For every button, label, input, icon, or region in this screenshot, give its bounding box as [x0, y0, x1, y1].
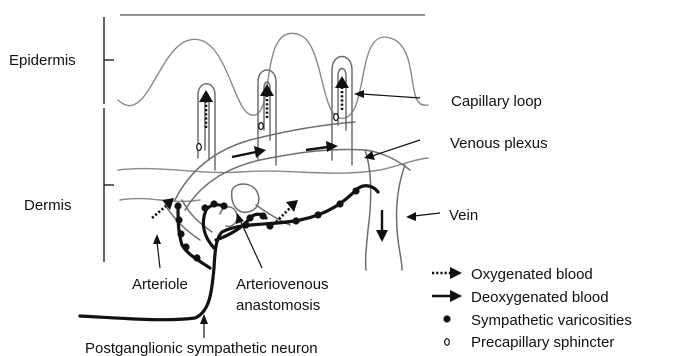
varicosity: [193, 254, 200, 261]
anastomosis-leader: [240, 220, 262, 268]
arteriole-leader-head: [153, 234, 161, 244]
varicosity: [246, 214, 253, 221]
legend-oxygenated-label: Oxygenated blood: [471, 266, 593, 283]
varicosity: [259, 212, 266, 219]
anastomosis-coil: [220, 207, 237, 226]
precapillary-sphincter-2: [259, 123, 264, 130]
lower-tissue-contour: [118, 158, 428, 173]
varicosity: [266, 222, 273, 229]
venous-plexus-label: Venous plexus: [450, 135, 548, 152]
venous-plexus-leader: [372, 140, 420, 156]
precapillary-sphincter-3: [334, 114, 339, 121]
arteriole-label: Arteriole: [132, 276, 188, 293]
vein-label: Vein: [449, 207, 478, 224]
legend-deoxygenated-label: Deoxygenated blood: [471, 289, 609, 306]
oxygenated-arrow-loop-2-head: [260, 84, 274, 96]
anastomosis-label-line2: anastomosis: [236, 297, 320, 314]
oxygenated-arrow-arteriole: [152, 206, 166, 218]
varicosity: [314, 211, 321, 218]
sympathetic-neuron-branch-anastomosis: [203, 205, 226, 248]
capillary-loop-label: Capillary loop: [451, 93, 542, 110]
vein-outline-right: [396, 165, 405, 270]
varicosity: [220, 202, 227, 209]
legend-oxygenated-arrowhead: [450, 267, 462, 279]
deoxygenated-arrow-plexus-1-head: [254, 146, 266, 158]
legend-oxygenated: Oxygenated blood: [432, 266, 593, 283]
varicosity: [352, 187, 359, 194]
varicosity: [336, 200, 343, 207]
oxygenated-arrow-anastomosis-head: [286, 200, 298, 212]
deoxygenated-arrow-plexus-2: [306, 147, 328, 150]
vein-leader: [414, 213, 440, 216]
oxygenated-arrow-loop-3-head: [335, 76, 349, 88]
varicosity: [210, 200, 217, 207]
capillary-loop-3: [332, 57, 352, 166]
arteriole-leader: [157, 242, 160, 268]
legend-varicosities: Sympathetic varicosities: [443, 312, 632, 329]
legend-sphincter-symbol: [445, 339, 450, 346]
legend-deoxygenated-arrowhead: [450, 290, 462, 302]
dermis-label: Dermis: [24, 197, 72, 214]
legend-deoxygenated: Deoxygenated blood: [432, 289, 609, 306]
oxygenated-arrow-loop-1-head: [199, 90, 213, 102]
varicosity: [174, 202, 181, 209]
varicosity: [175, 216, 182, 223]
varicosity: [177, 230, 184, 237]
legend: Oxygenated blood Deoxygenated blood Symp…: [432, 266, 632, 351]
deoxygenated-arrow-vein-head: [376, 230, 388, 242]
varicosity: [292, 217, 299, 224]
legend-varicosity-dot: [443, 315, 450, 322]
capillary-loop-leader: [362, 94, 420, 98]
lower-tissue-contour-2: [120, 199, 200, 202]
vein-outline-left: [365, 150, 371, 270]
sympathetic-neuron-main: [80, 186, 378, 320]
vein-leader-head: [406, 212, 416, 221]
deoxygenated-arrow-plexus-1: [232, 152, 256, 157]
anastomosis-leader-head: [236, 213, 244, 224]
legend-varicosities-label: Sympathetic varicosities: [471, 312, 632, 329]
epidermis-label: Epidermis: [9, 52, 76, 69]
anastomosis-label-line1: Arteriovenous: [236, 276, 329, 293]
varicosity: [201, 204, 208, 211]
precapillary-sphincter-1: [197, 144, 202, 151]
dermo-epidermal-junction: [118, 33, 428, 118]
varicosity: [182, 243, 189, 250]
neuron-label: Postganglionic sympathetic neuron: [85, 340, 318, 356]
legend-sphincter: Precapillary sphincter: [445, 334, 615, 351]
legend-sphincter-label: Precapillary sphincter: [471, 334, 614, 351]
